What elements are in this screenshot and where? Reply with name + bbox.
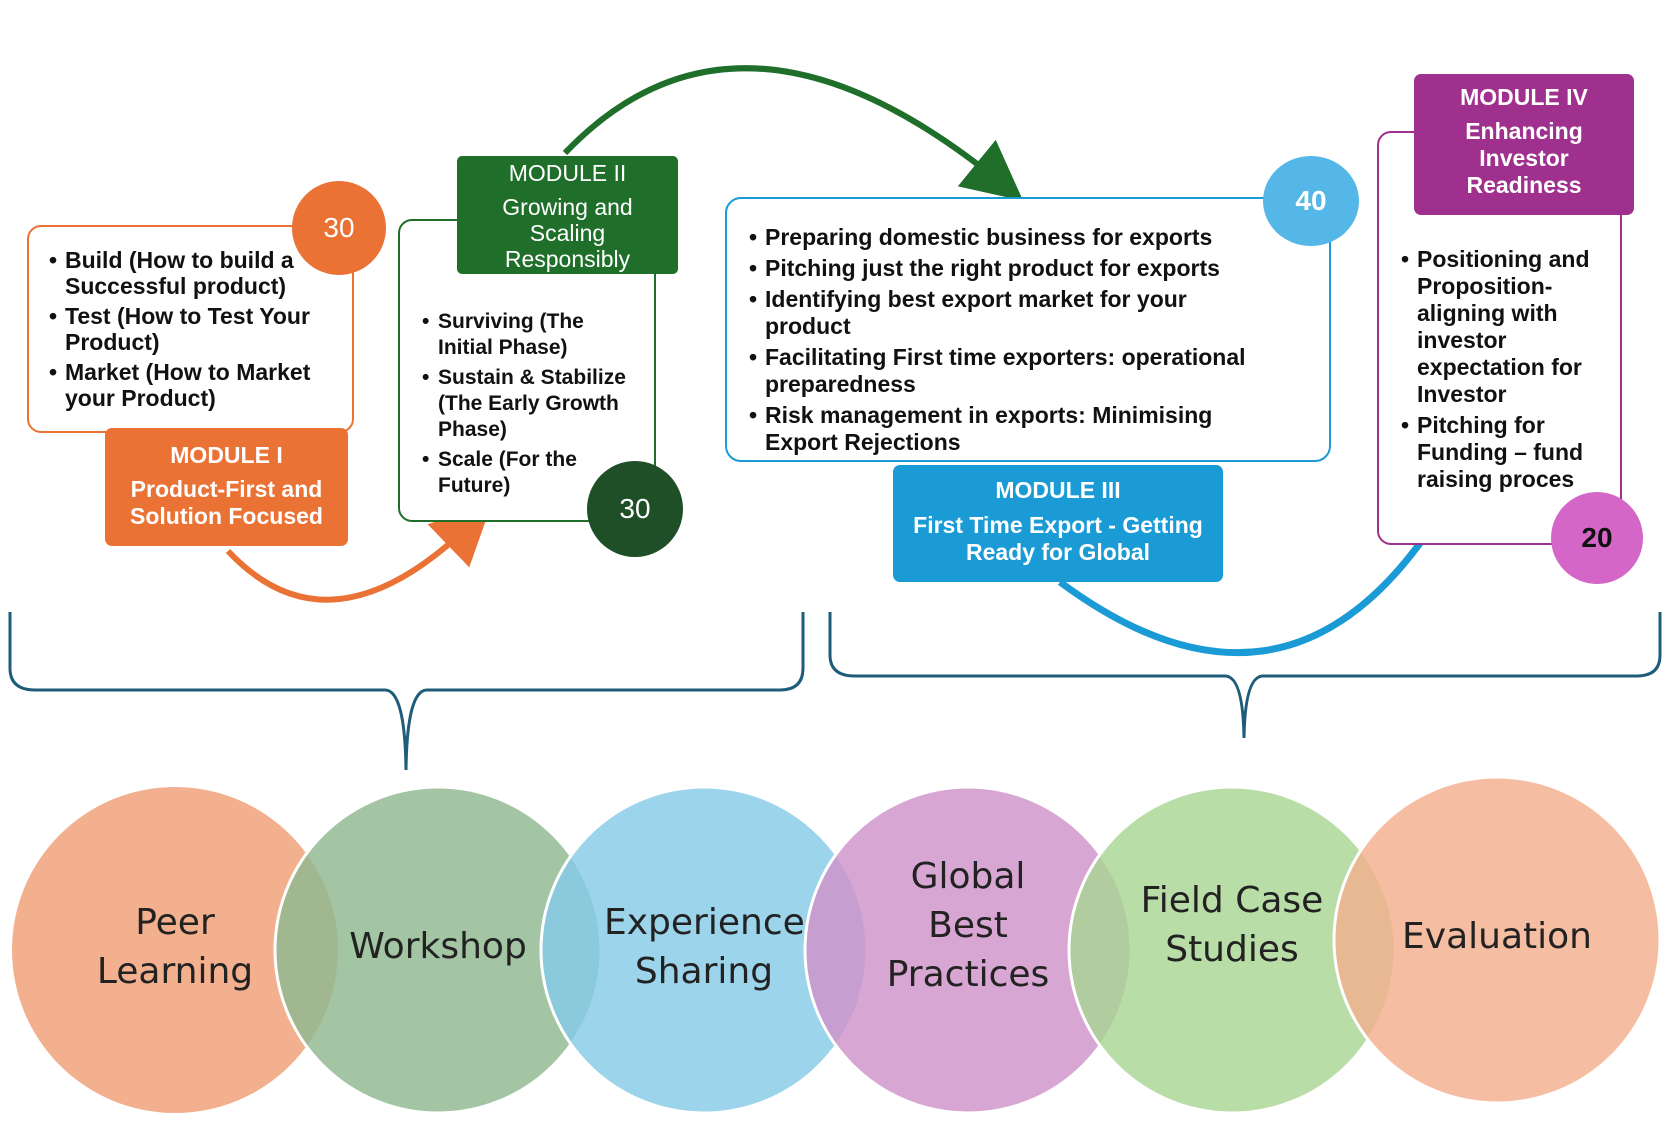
module4-subtitle: Enhancing Investor Readiness [1465,118,1583,198]
module4-badge: 20 [1551,492,1643,584]
module1-badge-value: 30 [323,212,355,243]
module3-header: MODULE III First Time Export - Getting R… [893,465,1223,582]
module1-badge: 30 [292,181,386,275]
module3-badge-value: 40 [1295,185,1327,216]
module1-header: MODULE I Product-First and Solution Focu… [105,428,348,546]
method-label: Peer Learning [96,902,254,992]
module3-item: Identifying best export market for your … [749,286,1269,340]
module3-item: Preparing domestic business for exports [749,224,1269,251]
module4-badge-value: 20 [1581,522,1613,553]
module2-item: Scale (For the Future) [422,447,642,499]
module2-item: Sustain & Stabilize (The Early Growth Ph… [422,365,642,443]
module3-subtitle: First Time Export - Getting Ready for Gl… [913,512,1203,565]
module1-item: Build (How to build a Successful product… [49,247,319,299]
module4-header: MODULE IV Enhancing Investor Readiness [1414,74,1634,215]
module1-item: Test (How to Test Your Product) [49,303,319,355]
arrow-module1-to-module2 [225,504,492,603]
brace-right [828,612,1662,739]
brace-left [8,612,805,771]
module2-item: Surviving (The Initial Phase) [422,309,642,361]
module2-badge: 30 [587,461,683,557]
method-label: Evaluation [1402,916,1592,957]
module4-title: MODULE IV [1460,84,1588,110]
module3-panel: Preparing domestic business for exports … [725,197,1331,462]
arrow-module3-to-module4 [1057,530,1431,656]
module3-title: MODULE III [995,477,1121,503]
module3-item: Facilitating First time exporters: opera… [749,344,1269,398]
module1-list: Build (How to build a Successful product… [49,247,319,411]
module3-item: Pitching just the right product for expo… [749,255,1269,282]
circle-peer-learning [12,787,338,1113]
arrow-module2-to-module3 [562,65,1024,201]
module1-title: MODULE I [170,442,283,468]
module3-list: Preparing domestic business for exports … [749,224,1269,456]
module1-panel: Build (How to build a Successful product… [27,225,354,433]
method-label: Field Case Studies [1140,880,1324,970]
module2-title: MODULE II [508,160,627,186]
module3-item: Risk management in exports: Minimising E… [749,402,1269,456]
module2-badge-value: 30 [619,493,651,524]
module2-subtitle: Growing and Scaling Responsibly [502,194,633,272]
circle-evaluation [1332,775,1662,1105]
module4-list: Positioning and Proposition- aligning wi… [1401,246,1606,516]
module1-item: Market (How to Market your Product) [49,359,319,411]
module2-list: Surviving (The Initial Phase) Sustain & … [422,309,642,499]
method-label: Experience Sharing [604,902,805,992]
method-label: Workshop [349,926,527,967]
module4-item: Pitching for Funding – fund raising proc… [1401,412,1606,493]
module2-header: MODULE II Growing and Scaling Responsibl… [457,156,678,274]
method-label: Global Best Practices [886,856,1050,995]
module1-subtitle: Product-First and Solution Focused [130,476,323,529]
module3-badge: 40 [1263,156,1359,246]
module4-item: Positioning and Proposition- aligning wi… [1401,246,1606,408]
